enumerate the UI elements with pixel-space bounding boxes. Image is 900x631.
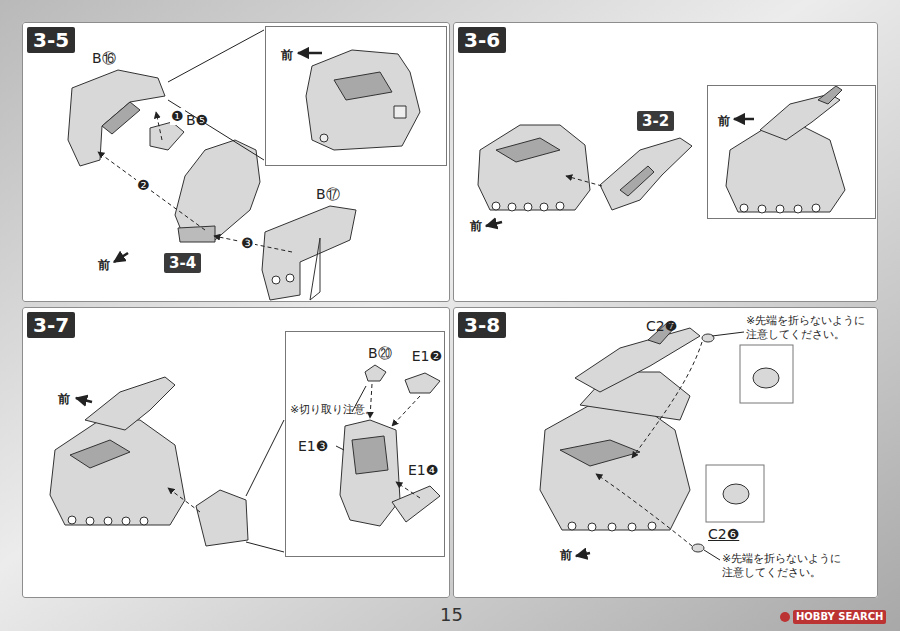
- caution-note: ※切り取り注意。: [290, 403, 416, 417]
- step-number: 3-8: [458, 312, 506, 338]
- front-mark: 前: [718, 114, 730, 128]
- step-panel: 3-5 前 3-4: [22, 22, 450, 302]
- detail-inset: 前: [265, 26, 447, 166]
- step-number: 3-7: [27, 312, 75, 338]
- subassembly-number: 3-4: [169, 254, 196, 272]
- step-number: 3-5: [27, 27, 75, 53]
- front-mark: 前: [98, 258, 110, 272]
- part-number: C2❻: [708, 526, 739, 543]
- watermark: HOBBY SEARCH: [793, 610, 886, 624]
- assembly-arrows: [98, 30, 744, 560]
- part-number: E1❸: [298, 438, 328, 455]
- wheels: [68, 202, 820, 531]
- front-mark: 前: [58, 392, 70, 406]
- parts: [50, 50, 845, 552]
- subassembly-number: 3-2: [642, 112, 669, 130]
- front-mark: 前: [281, 48, 293, 62]
- part-number: E1❹: [408, 462, 438, 479]
- front-mark: 前: [470, 219, 482, 233]
- part-number: E1❷: [412, 348, 442, 365]
- step-order: ❶: [170, 108, 185, 125]
- part-number: B❺: [186, 112, 208, 129]
- part-number: B⑰: [316, 186, 340, 203]
- step-panel: 3-7B⑳ ※切り取り注意。 E1❷ E1❸ E1❹: [22, 307, 450, 598]
- subassembly-tag: 3-2: [637, 111, 674, 131]
- detail-inset: B⑳ ※切り取り注意。 E1❷ E1❸ E1❹: [285, 331, 445, 557]
- detail-inset: 前: [707, 85, 876, 219]
- watermark-logo: [780, 612, 790, 622]
- caution-note: ※先端を折らないように 注意してください。: [746, 314, 872, 342]
- front-mark: 前: [560, 548, 572, 562]
- step-order: ❷: [136, 177, 151, 194]
- subassembly-tag: 3-4: [164, 253, 201, 273]
- detail-inset: [740, 345, 793, 403]
- step-number: 3-6: [458, 27, 506, 53]
- page-number: 15: [440, 604, 463, 626]
- part-number: C2❼: [646, 318, 677, 335]
- front-arrows: [76, 53, 754, 556]
- step-panel: 3-6 3-2 前: [453, 22, 878, 302]
- step-order: ❸: [240, 235, 255, 252]
- detail-inset: [706, 465, 764, 522]
- part-number: B⑳: [368, 345, 392, 362]
- part-number: B⑯: [92, 50, 116, 67]
- caution-note: ※先端を折らないように 注意してください。: [722, 552, 848, 580]
